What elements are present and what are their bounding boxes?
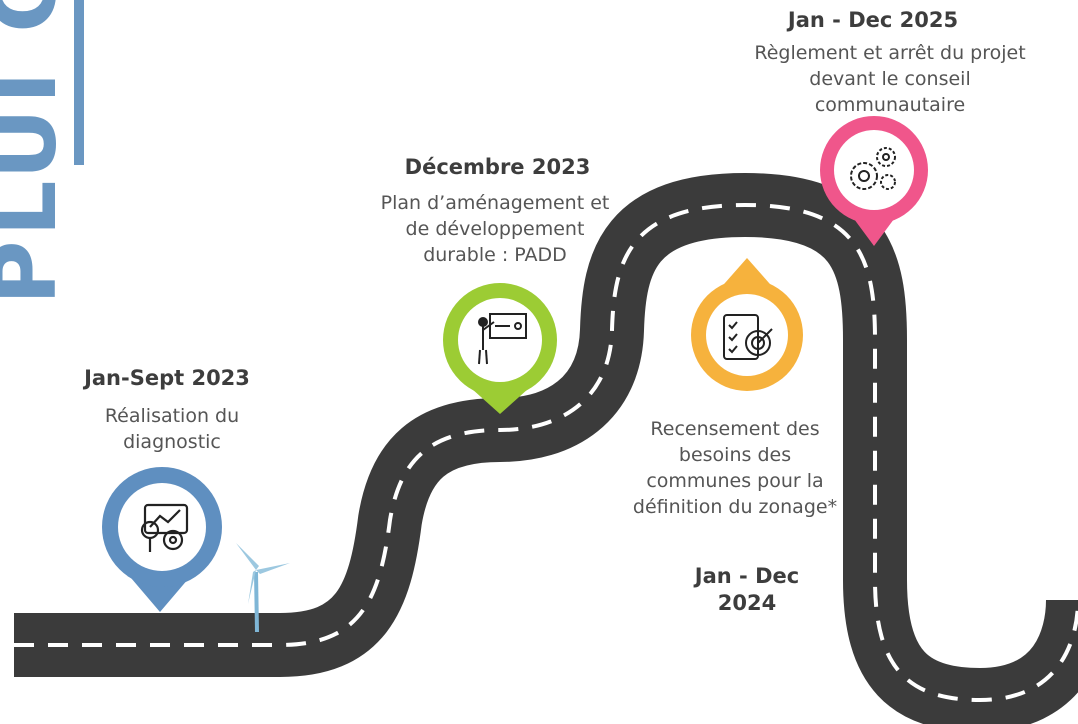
milestone-description-4: Règlement et arrêt du projet devant le c… (754, 42, 1026, 116)
presentation-board-icon (478, 313, 527, 365)
milestone-description-3: Recensement des besoins des communes pou… (632, 418, 838, 518)
side-accent-bar (74, 0, 84, 165)
milestone-date-2: Décembre 2023 (404, 155, 591, 179)
milestone-description-2: Plan d’aménagement et de développement d… (380, 192, 610, 266)
milestone-pin-3 (691, 258, 803, 391)
milestone-date-1: Jan-Sept 2023 (84, 366, 250, 390)
milestone-description-1: Réalisation du diagnostic (104, 405, 240, 453)
analytics-gear-icon (140, 503, 189, 552)
gears-icon (850, 147, 896, 190)
road-centerline (14, 202, 1078, 703)
milestone-pin-1 (102, 467, 222, 612)
milestone-pin-4 (820, 116, 928, 246)
wind-turbine-icon (236, 543, 290, 633)
milestone-date-4: Jan - Dec 2025 (787, 8, 959, 32)
milestone-pin-2 (443, 283, 557, 414)
side-title: PLUI CP (0, 0, 76, 305)
milestone-date-3: Jan - Dec 2024 (694, 564, 800, 615)
checklist-target-icon (723, 314, 773, 360)
